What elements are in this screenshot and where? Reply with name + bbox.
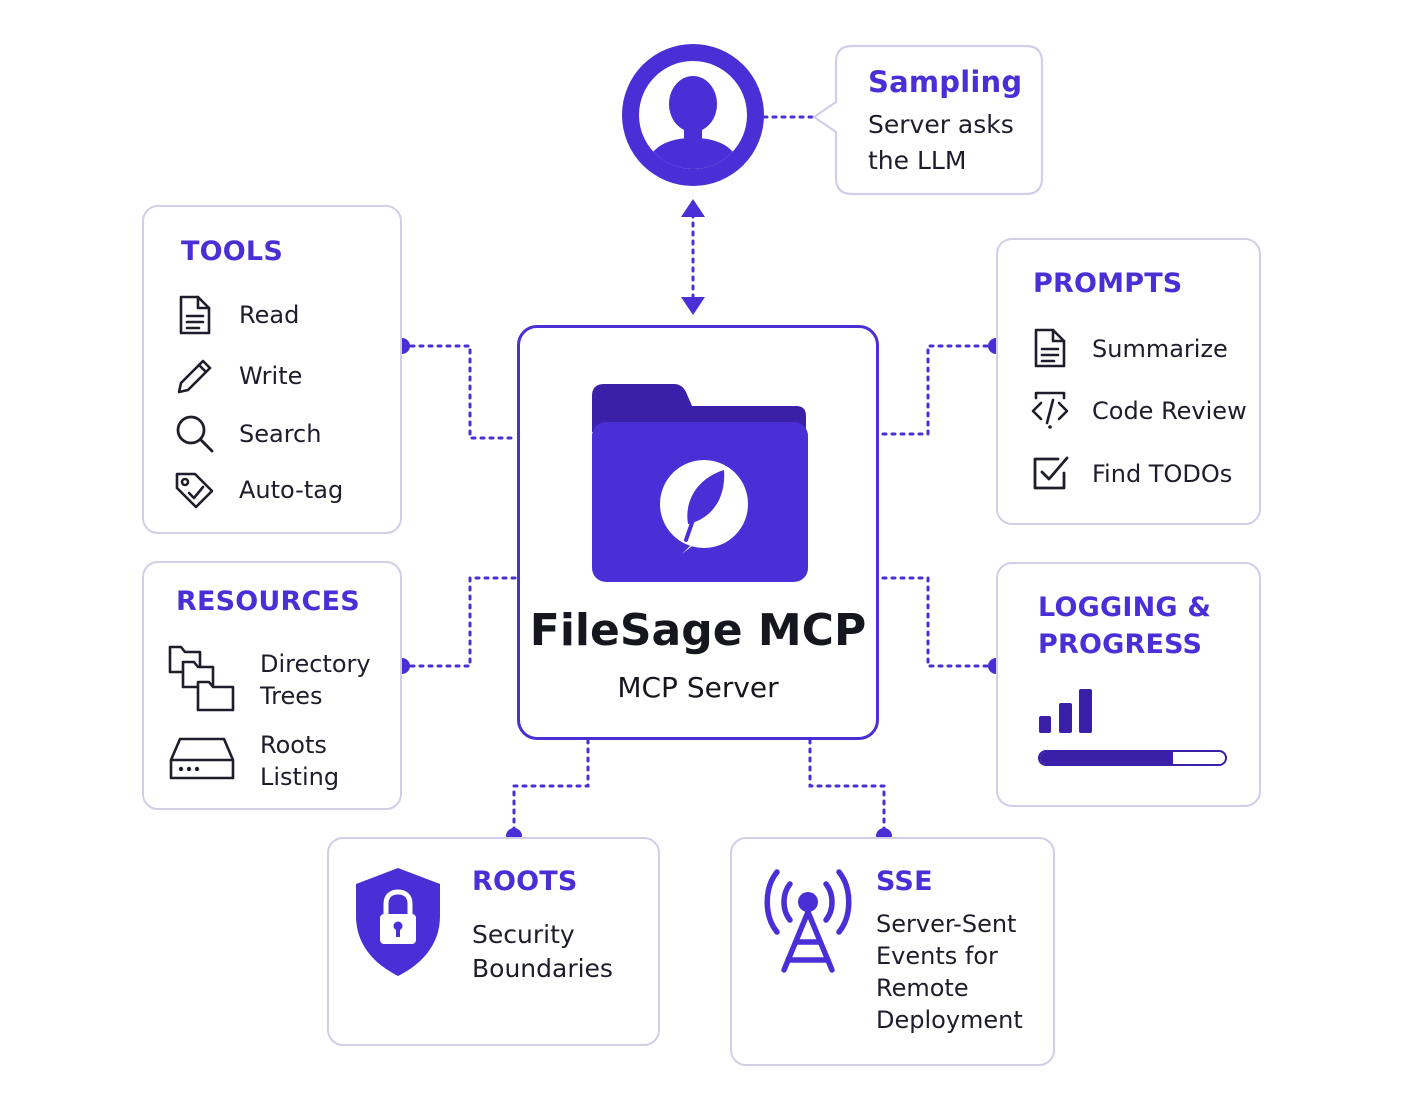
server-title: FileSage MCP: [529, 605, 867, 656]
prompt-find-todos-label: Find TODOs: [1092, 460, 1233, 488]
logging-card: [996, 562, 1261, 807]
sse-text-line2: Events for: [876, 942, 998, 970]
user-avatar-icon: [622, 44, 764, 186]
code-icon: [1031, 391, 1069, 429]
sampling-text-line1: Server asks: [868, 110, 1014, 139]
tools-heading: TOOLS: [181, 236, 283, 267]
tag-icon: [175, 472, 214, 509]
roots-text-line1: Security: [472, 920, 575, 949]
tool-read-label: Read: [239, 301, 300, 329]
resource-directory-line1: Directory: [260, 650, 371, 678]
resources-heading: RESOURCES: [176, 586, 360, 617]
resource-directory-line2: Trees: [260, 682, 323, 710]
bar-chart-icon: [1039, 689, 1092, 733]
logging-heading-line1: LOGGING &: [1038, 592, 1212, 623]
resource-roots-line1: Roots: [260, 731, 327, 759]
tool-autotag-label: Auto-tag: [239, 476, 344, 504]
sse-text-line3: Remote: [876, 974, 969, 1002]
resource-roots-line2: Listing: [260, 763, 340, 791]
progress-bar-fill: [1040, 752, 1174, 764]
prompts-heading: PROMPTS: [1033, 268, 1183, 299]
shield-lock-icon: [356, 868, 440, 976]
progress-bar: [1038, 750, 1227, 766]
prompt-code-review-label: Code Review: [1092, 397, 1247, 425]
roots-text-line2: Boundaries: [472, 954, 613, 983]
prompt-summarize-label: Summarize: [1092, 335, 1228, 363]
sse-text-line4: Deployment: [876, 1006, 1023, 1034]
checkbox-icon: [1033, 456, 1069, 490]
drive-icon: [169, 737, 235, 780]
pencil-icon: [177, 359, 212, 394]
roots-card: [327, 837, 660, 1046]
tool-search-label: Search: [239, 420, 322, 448]
folder-tree-icon: [168, 645, 235, 712]
sampling-text-line2: the LLM: [868, 146, 967, 175]
antenna-icon: [764, 869, 852, 973]
sse-heading: SSE: [876, 866, 933, 897]
document-icon: [1034, 328, 1066, 368]
roots-heading: ROOTS: [472, 866, 578, 897]
sampling-bubble-frame: [812, 44, 1044, 196]
search-icon: [176, 415, 214, 453]
sampling-heading: Sampling: [868, 65, 1023, 99]
folder-leaf-icon: [592, 384, 808, 582]
sse-card: [730, 837, 1055, 1066]
prompts-card: [996, 238, 1261, 525]
server-subtitle: MCP Server: [617, 671, 779, 704]
logging-heading-line2: PROGRESS: [1038, 629, 1203, 660]
sse-text-line1: Server-Sent: [876, 910, 1017, 938]
tool-write-label: Write: [239, 362, 303, 390]
document-icon: [179, 295, 211, 335]
